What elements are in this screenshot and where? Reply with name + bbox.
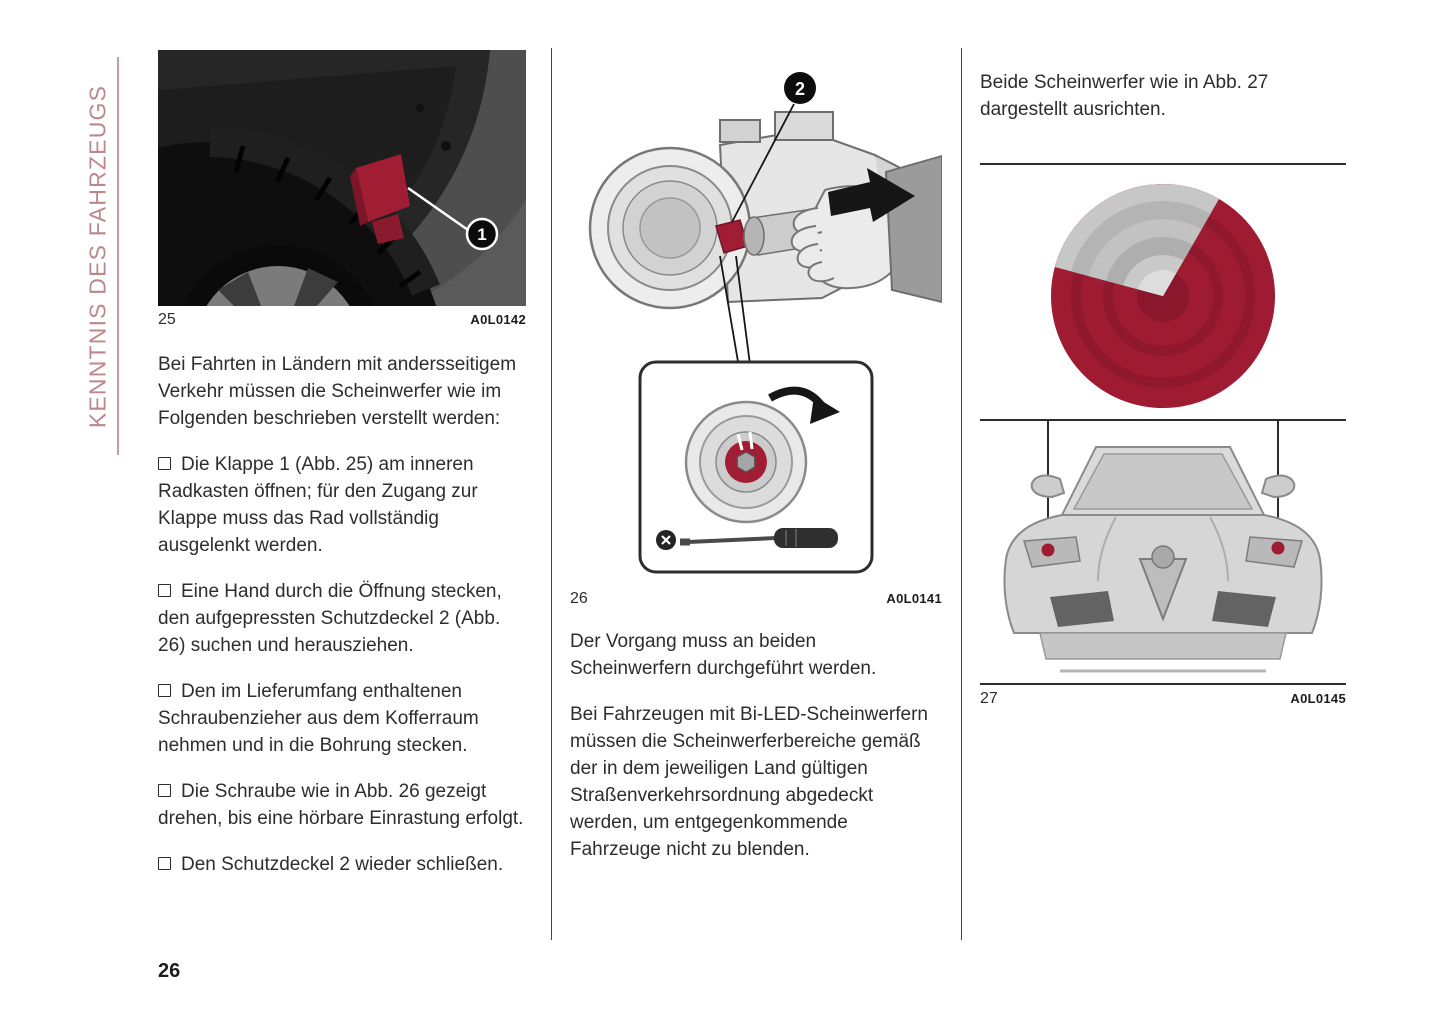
- square-bullet-icon: [158, 684, 171, 697]
- wheel-rim: [182, 245, 374, 306]
- left-headlight-marker: [1041, 543, 1055, 557]
- x-marker-icon: [656, 530, 676, 550]
- figure-number: 25: [158, 311, 176, 328]
- instruction-item: Eine Hand durch die Öffnung stecken, den…: [158, 578, 526, 659]
- figure-27-beam-mask-circle: [1051, 184, 1275, 408]
- figure-code: A0L0142: [470, 312, 526, 327]
- figure-number: 26: [570, 590, 588, 607]
- pull-arrow-icon: [828, 168, 915, 222]
- screwdriver: [680, 528, 838, 548]
- figure-25-caption: 25 A0L0142: [158, 311, 526, 329]
- column-2: 2: [570, 50, 942, 882]
- detail-inset-box: [638, 360, 874, 574]
- figure-27-bottom-rule: [980, 683, 1346, 685]
- figure-code: A0L0141: [886, 591, 942, 606]
- figure-number: 27: [980, 690, 998, 707]
- intro-paragraph: Beide Scheinwerfer wie in Abb. 27 darges…: [980, 72, 1269, 120]
- figure-code: A0L0145: [1290, 691, 1346, 706]
- callout-1-label: 1: [477, 225, 486, 244]
- figure-27-car-front-view: [1003, 421, 1323, 673]
- chapter-title-rule: [117, 57, 119, 455]
- paragraph: Der Vorgang muss an beiden Scheinwerfern…: [570, 631, 877, 679]
- callout-1: 1: [407, 186, 499, 251]
- instruction-item: Die Schraube wie in Abb. 26 gezeigt dreh…: [158, 778, 526, 832]
- square-bullet-icon: [158, 784, 171, 797]
- instruction-item: Den im Lieferumfang enthaltenen Schraube…: [158, 678, 526, 759]
- figure-27-top-rule: [980, 163, 1346, 165]
- right-headlight-marker: [1271, 541, 1285, 555]
- callout-2-label: 2: [795, 79, 805, 99]
- figure-27-middle-rule: [980, 419, 1346, 421]
- grille: [1138, 545, 1188, 622]
- instruction-item: Die Klappe 1 (Abb. 25) am inneren Radkas…: [158, 451, 526, 559]
- instruction-text: Den Schutzdeckel 2 wieder schließen.: [181, 854, 504, 875]
- column-divider: [551, 48, 552, 940]
- callout-2: 2: [731, 72, 816, 223]
- figure-26-headlight-drawing: 2: [588, 72, 942, 574]
- column-3: Beide Scheinwerfer wie in Abb. 27 darges…: [980, 50, 1346, 708]
- square-bullet-icon: [158, 584, 171, 597]
- instruction-text: Den im Lieferumfang enthaltenen Schraube…: [158, 681, 479, 756]
- square-bullet-icon: [158, 457, 171, 470]
- projector-lens: [588, 146, 752, 310]
- rotate-arrow-icon: [768, 386, 840, 424]
- column-divider: [961, 48, 962, 940]
- instruction-text: Die Klappe 1 (Abb. 25) am inneren Radkas…: [158, 454, 478, 556]
- sleeve: [884, 154, 942, 304]
- instruction-text: Die Schraube wie in Abb. 26 gezeigt dreh…: [158, 781, 524, 829]
- square-bullet-icon: [158, 857, 171, 870]
- chapter-title-vertical: KENNTNIS DES FAHRZEUGS: [84, 84, 111, 429]
- access-flap: [350, 154, 410, 244]
- intro-paragraph: Bei Fahrten in Ländern mit andersseitige…: [158, 354, 517, 429]
- figure-27-caption: 27 A0L0145: [980, 690, 1346, 708]
- figure-25-wheel-arch-photo: 1: [158, 50, 526, 306]
- instruction-item: Den Schutzdeckel 2 wieder schließen.: [158, 851, 526, 878]
- column-1: 1 25 A0L0142 Bei Fahrten in Ländern mit …: [158, 50, 526, 897]
- lower-bumper: [1039, 632, 1287, 660]
- air-intakes: [1050, 591, 1276, 627]
- page-number: 26: [158, 960, 181, 982]
- figure-26-caption: 26 A0L0141: [570, 590, 942, 608]
- paragraph: Bei Fahrzeugen mit Bi-LED-Scheinwerfern …: [570, 704, 928, 860]
- instruction-text: Eine Hand durch die Öffnung stecken, den…: [158, 581, 502, 656]
